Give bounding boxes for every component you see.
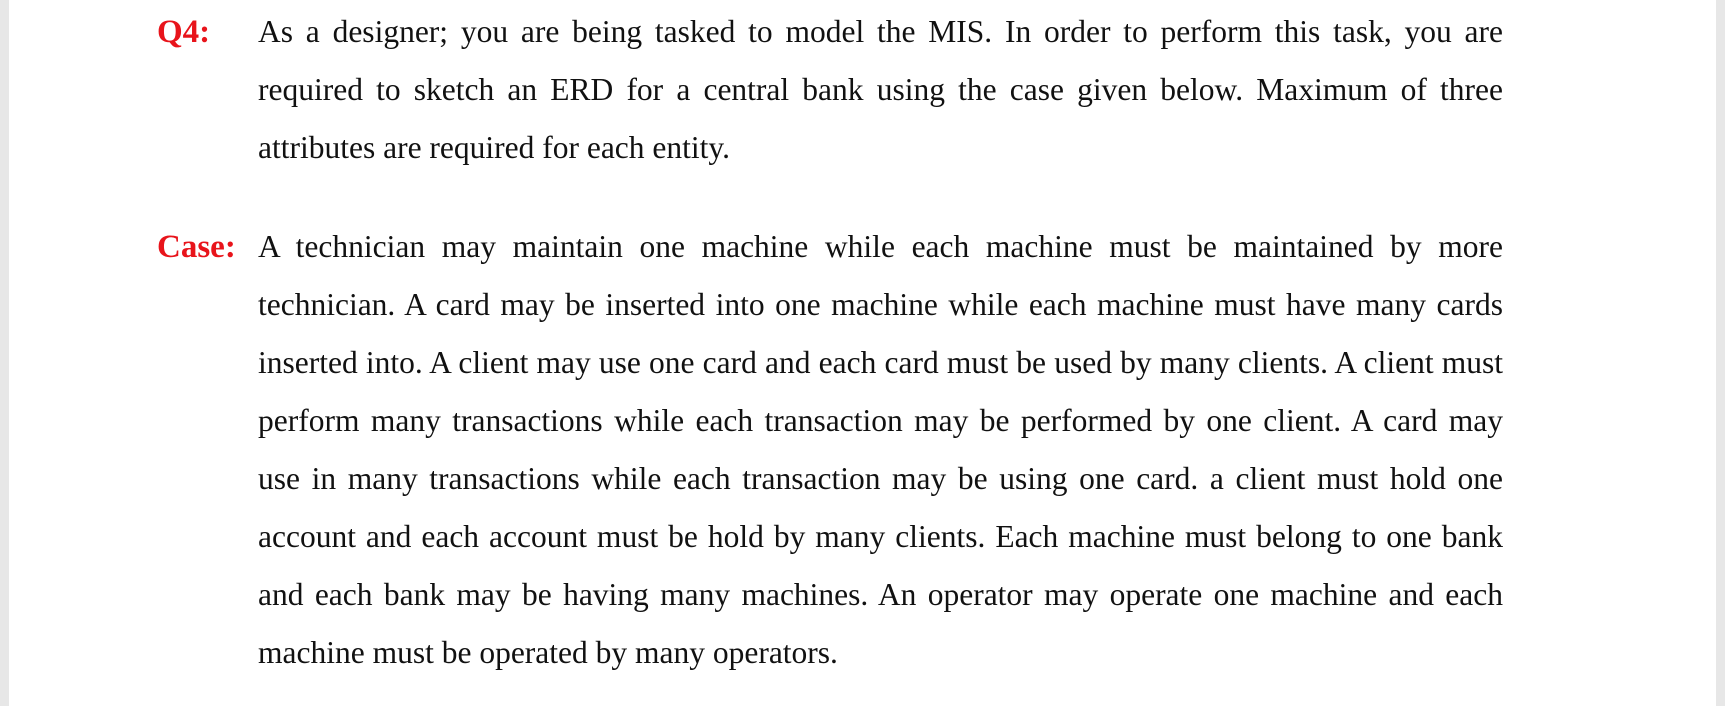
case-label: Case: [157,229,236,265]
question-block: Q4: As a designer; you are being tasked … [157,3,1503,177]
document-page: Q4: As a designer; you are being tasked … [9,0,1716,706]
case-text: A technician may maintain one machine wh… [258,229,1503,670]
question-text: As a designer; you are being tasked to m… [258,14,1503,165]
case-block: Case: A technician may maintain one mach… [157,218,1503,682]
question-label: Q4: [157,14,211,50]
page-left-edge [0,0,9,706]
page-right-edge [1716,0,1725,706]
